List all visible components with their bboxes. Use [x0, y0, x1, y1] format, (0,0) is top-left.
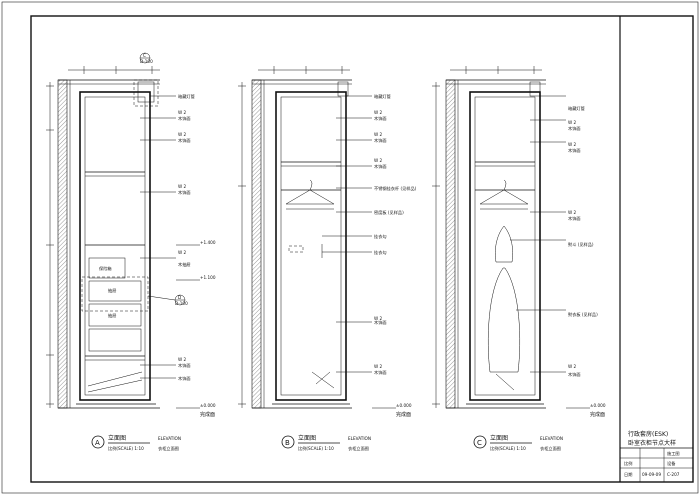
title-block-grid [620, 447, 693, 482]
callout-label: 木饰面 [568, 125, 581, 132]
callout-label: 木饰面 [374, 319, 387, 326]
elevation-en: ELEVATION [348, 436, 371, 441]
elevation-b [238, 66, 396, 409]
tag-label: W 2 [568, 364, 576, 369]
drawer-label: 抽屉 [108, 287, 116, 294]
section-circle-2-bottom: D-100 [175, 301, 188, 306]
tag-label: W 2 [568, 120, 576, 125]
callout-label: 挂衣勾 [374, 233, 387, 240]
callout-label: 不锈钢挂衣杆 (见样品) [374, 185, 417, 192]
elevation-title-b: B 立面图 比例(SCALE) 1:10 ELEVATION 衣柜立面图 [281, 434, 371, 452]
elevation-name: 立面图 [490, 434, 508, 442]
callout-label: 木饰面 [178, 375, 191, 382]
elevation-aux: 衣柜立面图 [348, 445, 369, 452]
level-floor: ±0.000 [590, 403, 606, 408]
level-mark: +1.400 [200, 240, 216, 245]
title-block-cell: 日期 [624, 472, 632, 478]
elevation-title-a: A 立面图 比例(SCALE) 1:10 ELEVATION 衣柜立面图 [91, 434, 181, 452]
tag-label: W 2 [178, 250, 186, 255]
tag-label: W 2 [178, 357, 186, 362]
section-circle-top: C [143, 53, 146, 58]
elevation-scale: 比例(SCALE) 1:10 [108, 445, 144, 452]
callout-label: 暗藏灯管 [374, 93, 391, 100]
labels-b: 暗藏灯管 木饰面 木饰面 木饰面 不锈钢挂衣杆 (见样品) 密度板 (见样品) … [374, 93, 417, 418]
callout-label: 木饰面 [374, 369, 387, 376]
callout-label: 木饰面 [374, 137, 387, 144]
elevation-en: ELEVATION [158, 436, 181, 441]
elevation-c [432, 66, 590, 409]
project-line-2: 卧室衣柜节点大样 [628, 439, 676, 447]
title-block-cell: 比例 [624, 460, 632, 467]
callout-label: 木抽屉 [178, 261, 191, 268]
elevation-title-c: C 立面图 比例(SCALE) 1:10 ELEVATION 衣柜立面图 [473, 434, 563, 452]
tag-label: W 2 [374, 158, 382, 163]
level-mark: +1.100 [200, 275, 216, 280]
callout-label: 木饰面 [178, 115, 191, 122]
elevation-id: A [95, 439, 100, 447]
callout-label: 暗藏灯管 [568, 105, 585, 112]
tag-label: W 2 [374, 364, 382, 369]
elevation-name: 立面图 [298, 434, 316, 442]
drawer-label: 保险箱 [99, 265, 112, 272]
callout-label: 木饰面 [178, 137, 191, 144]
title-block: 行政套房(ESK) 卧室衣柜节点大样 施工图 比例 设备 日期 09-09-09… [624, 430, 680, 478]
elevation-aux: 衣柜立面图 [158, 445, 179, 452]
callout-label: 木饰面 [568, 215, 581, 222]
callout-label: 密度板 (见样品) [374, 209, 404, 216]
elevation-scale: 比例(SCALE) 1:10 [298, 445, 334, 452]
callout-label: 挂衣勾 [374, 249, 387, 256]
tag-label: W 2 [178, 132, 186, 137]
tag-label: W 2 [374, 316, 382, 321]
title-block-cell: 设备 [667, 460, 676, 467]
elevation-a [46, 52, 200, 409]
project-line-1: 行政套房(ESK) [628, 430, 668, 438]
labels-c: 暗藏灯管 木饰面 木饰面 木饰面 熨斗 (见样品) 熨衣板 (见样品) 木饰面 … [568, 105, 606, 418]
elevation-id: B [285, 439, 290, 447]
tag-label: W 2 [568, 210, 576, 215]
inner-border [30, 15, 694, 483]
section-circle-2-top: D [178, 295, 181, 300]
callout-label: 木饰面 [374, 163, 387, 170]
tag-label: W 2 [568, 142, 576, 147]
elevation-id: C [477, 439, 482, 447]
callout-label: 熨斗 (见样品) [568, 241, 594, 248]
elevation-name: 立面图 [108, 434, 126, 442]
tag-label: W 2 [374, 132, 382, 137]
tag-label: W 2 [178, 184, 186, 189]
title-block-cell: 施工图 [667, 450, 680, 457]
callout-label: 木饰面 [374, 115, 387, 122]
elevation-scale: 比例(SCALE) 1:10 [490, 445, 526, 452]
labels-a: C D-100 D D-100 暗藏灯管 木饰面 木饰面 木饰面 木抽屉 保险箱… [99, 53, 216, 418]
callout-label: 熨衣板 (见样品) [568, 311, 598, 318]
elevation-aux: 衣柜立面图 [540, 445, 561, 452]
title-block-cell: 09-09-09 [642, 472, 661, 477]
elevation-en: ELEVATION [540, 436, 563, 441]
level-finish: 完成面 [396, 411, 411, 418]
title-block-cell: C-207 [667, 472, 680, 477]
level-floor: ±0.000 [396, 403, 412, 408]
callout-label: 木饰面 [178, 189, 191, 196]
callout-label: 木饰面 [568, 147, 581, 154]
level-finish: 完成面 [200, 411, 215, 418]
tag-label: W 2 [374, 110, 382, 115]
tag-label: W 2 [178, 110, 186, 115]
callout-label: 暗藏灯管 [178, 93, 195, 100]
callout-label: 木饰面 [568, 371, 581, 378]
level-floor: ±0.000 [200, 403, 216, 408]
level-finish: 完成面 [590, 411, 605, 418]
section-circle-bottom: D-100 [140, 59, 153, 64]
drawer-label: 抽屉 [108, 312, 116, 319]
callout-label: 木饰面 [178, 362, 191, 369]
